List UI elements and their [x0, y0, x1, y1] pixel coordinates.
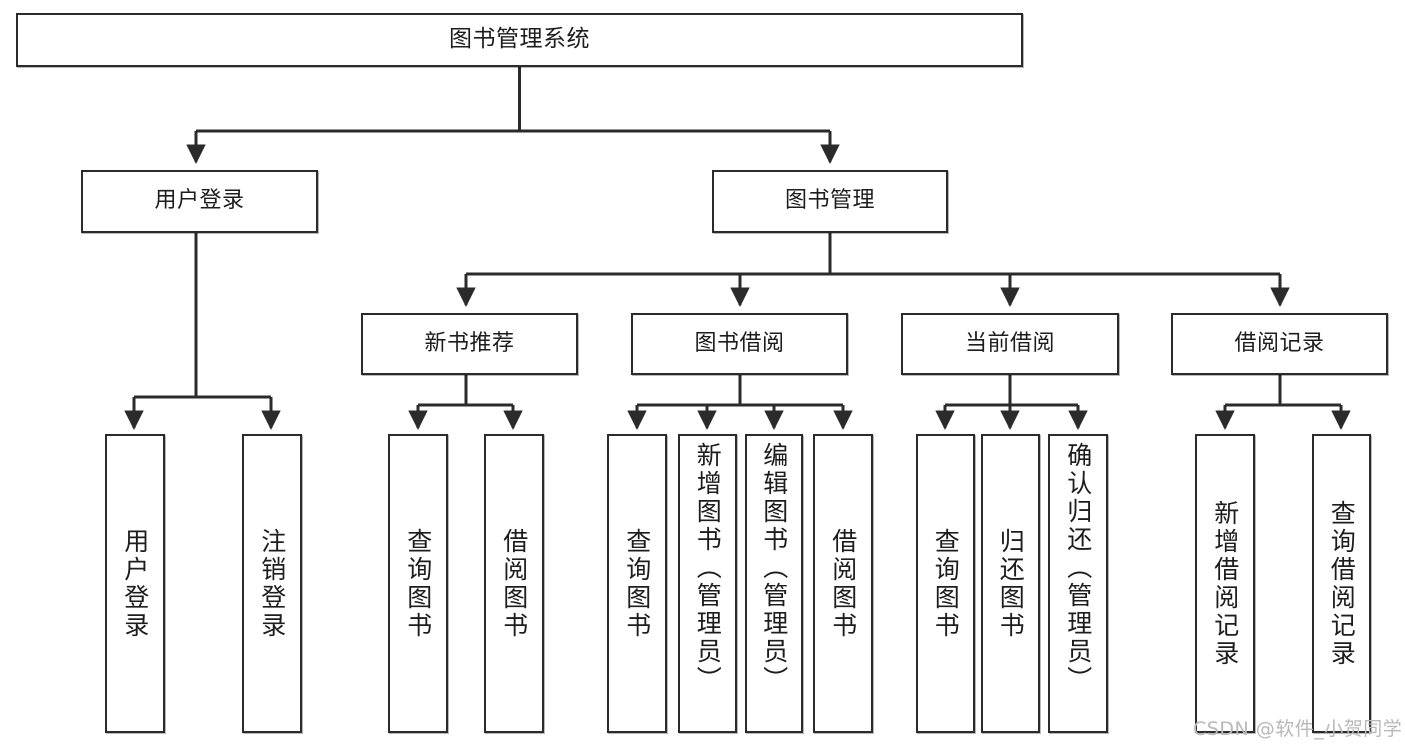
node-leaf-edit-book-admin[interactable]: 编辑图书（管理员） — [745, 434, 803, 733]
node-label: 注销登录 — [257, 527, 287, 640]
node-label: 借阅图书 — [499, 527, 529, 640]
node-leaf-query-borrow-record[interactable]: 查询借阅记录 — [1312, 434, 1371, 733]
node-leaf-return-book[interactable]: 归还图书 — [981, 434, 1040, 733]
node-label: 当前借阅 — [964, 330, 1055, 356]
node-root-system[interactable]: 图书管理系统 — [16, 13, 1023, 67]
node-book-borrow[interactable]: 图书借阅 — [631, 313, 848, 375]
node-label: 新书推荐 — [424, 330, 515, 356]
node-label: 图书借阅 — [694, 330, 785, 356]
node-leaf-user-login[interactable]: 用户登录 — [105, 434, 165, 733]
node-user-login[interactable]: 用户登录 — [81, 170, 318, 233]
node-leaf-add-borrow-record[interactable]: 新增借阅记录 — [1195, 434, 1255, 733]
node-label: 归还图书 — [996, 527, 1026, 640]
node-label: 查询借阅记录 — [1327, 499, 1357, 668]
node-leaf-logout-login[interactable]: 注销登录 — [242, 434, 302, 733]
node-label: 确认归还（管理员） — [1063, 442, 1093, 694]
node-new-book-recommend[interactable]: 新书推荐 — [361, 313, 578, 375]
node-label: 图书管理系统 — [449, 26, 590, 53]
node-label: 查询图书 — [622, 527, 652, 640]
node-leaf-add-book-admin[interactable]: 新增图书（管理员） — [678, 434, 737, 733]
node-label: 新增图书（管理员） — [693, 442, 723, 694]
node-borrow-record[interactable]: 借阅记录 — [1171, 313, 1388, 375]
node-leaf-confirm-return-admin[interactable]: 确认归还（管理员） — [1048, 434, 1108, 733]
node-label: 用户登录 — [154, 188, 245, 214]
node-leaf-query-book-1[interactable]: 查询图书 — [388, 434, 448, 733]
node-leaf-query-book-2[interactable]: 查询图书 — [607, 434, 667, 733]
node-label: 图书管理 — [784, 188, 875, 214]
node-label: 借阅图书 — [828, 527, 858, 640]
node-label: 编辑图书（管理员） — [759, 442, 789, 694]
node-label: 查询图书 — [403, 527, 433, 640]
node-label: 借阅记录 — [1234, 330, 1325, 356]
node-current-borrow[interactable]: 当前借阅 — [901, 313, 1119, 375]
watermark-text: CSDN @软件_小贺同学 — [1193, 718, 1403, 740]
node-label: 用户登录 — [120, 527, 150, 640]
node-book-management[interactable]: 图书管理 — [712, 170, 948, 233]
node-leaf-borrow-book-1[interactable]: 借阅图书 — [484, 434, 544, 733]
node-label: 查询图书 — [931, 527, 961, 640]
node-leaf-query-book-3[interactable]: 查询图书 — [916, 434, 975, 733]
node-leaf-borrow-book-2[interactable]: 借阅图书 — [813, 434, 873, 733]
node-label: 新增借阅记录 — [1210, 499, 1240, 668]
